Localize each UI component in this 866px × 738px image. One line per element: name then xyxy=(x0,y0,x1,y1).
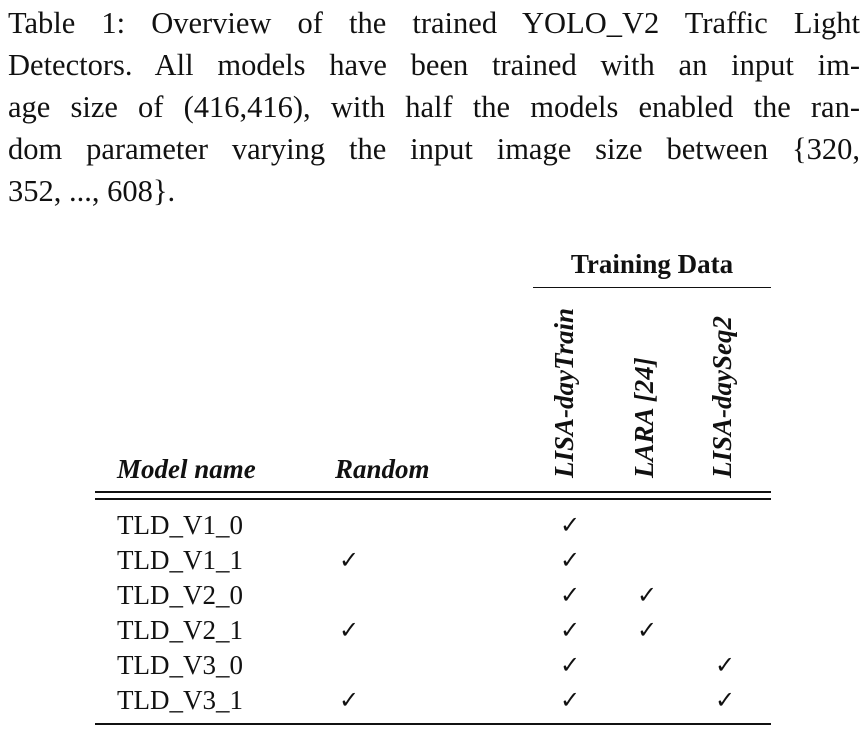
cell-lisa-daytrain: ✓ xyxy=(559,581,581,609)
cell-lara: ✓ xyxy=(636,616,658,644)
header-double-rule-top xyxy=(95,491,771,493)
table-caption: Table 1: Overview of the trained YOLO_V2… xyxy=(8,2,860,212)
table-row: TLD_V2_1 ✓ ✓ ✓ xyxy=(95,613,771,647)
group-header-training-data: Training Data xyxy=(570,249,734,279)
caption-line-4: dom parameter varying the input image si… xyxy=(8,132,860,166)
column-header-lisa-dayseq2: LISA-daySeq2 xyxy=(707,316,737,478)
column-header-random: Random xyxy=(335,454,430,484)
header-double-rule-bottom xyxy=(95,498,771,500)
cell-random: ✓ xyxy=(338,686,360,714)
column-header-lara: LARA [24] xyxy=(629,357,659,478)
cell-model-name: TLD_V2_1 xyxy=(117,615,243,645)
cell-random: ✓ xyxy=(338,616,360,644)
group-header-rule xyxy=(533,287,771,288)
cell-lara: ✓ xyxy=(636,581,658,609)
table-bottom-rule xyxy=(95,723,771,725)
cell-lisa-daytrain: ✓ xyxy=(559,651,581,679)
cell-lisa-dayseq2: ✓ xyxy=(714,686,736,714)
caption-line-1: Table 1: Overview of the trained YOLO_V2… xyxy=(8,6,860,40)
cell-model-name: TLD_V2_0 xyxy=(117,580,243,610)
column-header-model-name: Model name xyxy=(117,454,256,484)
column-header-lisa-daytrain: LISA-dayTrain xyxy=(549,307,579,478)
table-row: TLD_V3_1 ✓ ✓ ✓ xyxy=(95,683,771,717)
models-table: Training Data Model name Random LISA-day… xyxy=(95,240,771,730)
cell-model-name: TLD_V3_1 xyxy=(117,685,243,715)
cell-model-name: TLD_V3_0 xyxy=(117,650,243,680)
cell-lisa-daytrain: ✓ xyxy=(559,511,581,539)
cell-lisa-daytrain: ✓ xyxy=(559,546,581,574)
cell-lisa-dayseq2: ✓ xyxy=(714,651,736,679)
caption-line-5: 352, ..., 608}. xyxy=(8,174,176,208)
table-row: TLD_V1_1 ✓ ✓ xyxy=(95,543,771,577)
cell-model-name: TLD_V1_0 xyxy=(117,510,243,540)
caption-line-3: age size of (416,416), with half the mod… xyxy=(8,90,860,124)
table-row: TLD_V2_0 ✓ ✓ xyxy=(95,578,771,612)
cell-model-name: TLD_V1_1 xyxy=(117,545,243,575)
cell-lisa-daytrain: ✓ xyxy=(559,686,581,714)
table-row: TLD_V1_0 ✓ xyxy=(95,508,771,542)
caption-line-2: Detectors. All models have been trained … xyxy=(8,48,860,82)
cell-lisa-daytrain: ✓ xyxy=(559,616,581,644)
table-row: TLD_V3_0 ✓ ✓ xyxy=(95,648,771,682)
cell-random: ✓ xyxy=(338,546,360,574)
